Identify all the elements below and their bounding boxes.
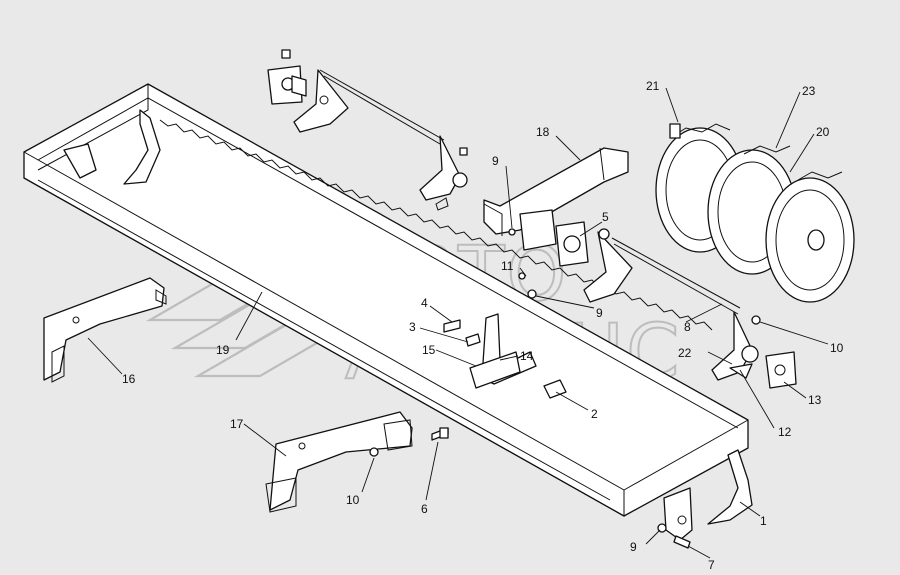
- callout-12: 12: [778, 425, 792, 439]
- callout-4: 4: [421, 296, 428, 310]
- callout-9-bottom: 9: [630, 540, 637, 554]
- lower-right-hub: [711, 311, 797, 389]
- leader-lines: [87, 87, 829, 559]
- top-hub-assembly: [267, 49, 468, 211]
- callout-21: 21: [646, 79, 660, 93]
- callout-9-top: 9: [492, 154, 499, 168]
- callout-14: 14: [520, 349, 534, 363]
- washer-3: [465, 333, 481, 347]
- nut-10-lower: [369, 447, 379, 457]
- plate-2: [543, 379, 567, 399]
- callout-22: 22: [678, 346, 692, 360]
- bracket-18: [483, 147, 629, 235]
- bracket-16: [43, 277, 165, 381]
- callout-10-right: 10: [830, 341, 844, 355]
- callout-13: 13: [808, 393, 822, 407]
- middle-hub-assembly: [508, 209, 741, 315]
- callout-6: 6: [421, 502, 428, 516]
- callout-2: 2: [591, 407, 598, 421]
- flange-13: [765, 351, 797, 389]
- callout-3: 3: [409, 320, 416, 334]
- callout-1: 1: [760, 514, 767, 528]
- callout-19: 19: [216, 343, 230, 357]
- callout-7: 7: [708, 558, 715, 572]
- callout-9-middle: 9: [596, 306, 603, 320]
- spiked-rollers: [655, 123, 855, 303]
- callout-15: 15: [422, 343, 436, 357]
- bracket-17: [269, 411, 413, 511]
- callout-16: 16: [122, 372, 136, 386]
- callout-20: 20: [816, 125, 830, 139]
- main-frame: [23, 83, 753, 541]
- callout-17: 17: [230, 417, 244, 431]
- callout-5: 5: [602, 210, 609, 224]
- callout-8: 8: [684, 320, 691, 334]
- callouts: 1 2 3 4 5 6 7 8 9 9 9 10 10 11 12 13 14 …: [122, 79, 844, 572]
- callout-23: 23: [802, 84, 816, 98]
- callout-10-lower: 10: [346, 493, 360, 507]
- bolt-7: [673, 535, 691, 549]
- nut-10-upper: [751, 315, 761, 325]
- callout-11: 11: [501, 259, 514, 273]
- callout-18: 18: [536, 125, 550, 139]
- bolt-4: [443, 319, 461, 333]
